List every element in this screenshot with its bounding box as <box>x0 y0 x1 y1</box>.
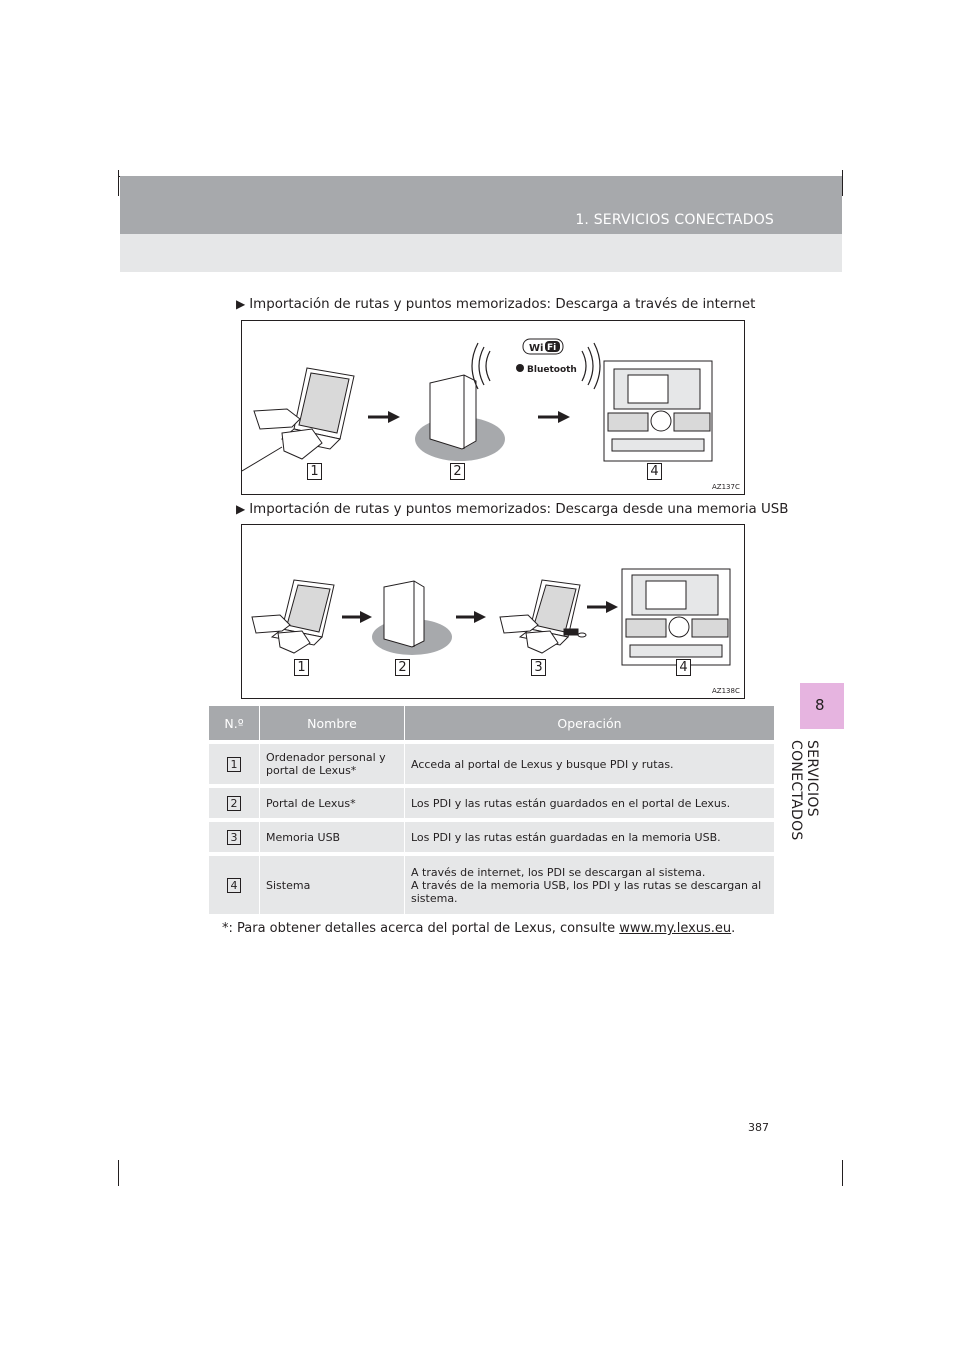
triangle-marker-icon: ▶ <box>236 297 245 311</box>
column-header-operation: Operación <box>405 706 775 742</box>
footnote-end: . <box>731 921 735 936</box>
lexus-portal-link[interactable]: www.my.lexus.eu <box>619 921 731 936</box>
arrow-icon <box>368 411 400 423</box>
laptop-icon <box>242 368 354 471</box>
arrow-icon <box>587 601 618 613</box>
figure1-label-1: 1 <box>307 463 322 480</box>
chapter-number: 8 <box>815 696 825 714</box>
operations-table: N.º Nombre Operación 1 Ordenador persona… <box>209 706 774 914</box>
row-number-cell: 3 <box>209 820 260 854</box>
building-icon <box>415 375 505 461</box>
bluetooth-logo-icon: Bluetooth <box>516 364 577 375</box>
wifi-logo-icon: Wi Fi <box>523 339 563 354</box>
crop-mark <box>842 1160 843 1186</box>
row-number-cell: 1 <box>209 742 260 786</box>
chapter-title: SERVICIOS CONECTADOS <box>792 740 820 920</box>
column-header-number: N.º <box>209 706 260 742</box>
table-header-row: N.º Nombre Operación <box>209 706 774 742</box>
header-subband <box>120 234 842 272</box>
row-name-cell: Sistema <box>260 854 405 914</box>
figure2-code: AZ138C <box>712 687 740 695</box>
figure2-illustration <box>242 525 744 698</box>
row-name-cell: Ordenador personal y portal de Lexus* <box>260 742 405 786</box>
figure-internet-download: Wi Fi Bluetooth AZ137C 1 2 4 <box>241 320 745 495</box>
footnote: *: Para obtener detalles acerca del port… <box>222 921 735 936</box>
crop-mark <box>842 170 843 196</box>
figure2-label-3: 3 <box>531 659 546 676</box>
arrow-icon <box>538 411 570 423</box>
row-operation-cell: A través de internet, los PDI se descarg… <box>405 854 775 914</box>
table-row: 2 Portal de Lexus* Los PDI y las rutas e… <box>209 786 774 820</box>
figure2-label-4: 4 <box>676 659 691 676</box>
figure1-caption: ▶ Importación de rutas y puntos memorizad… <box>236 297 755 312</box>
row-number: 2 <box>227 796 241 811</box>
svg-text:Fi: Fi <box>547 343 556 353</box>
figure1-code: AZ137C <box>712 483 740 491</box>
svg-text:Wi: Wi <box>529 343 543 354</box>
figure2-caption-text: Importación de rutas y puntos memorizado… <box>249 502 788 517</box>
figure1-label-4: 4 <box>647 463 662 480</box>
section-title: 1. SERVICIOS CONECTADOS <box>575 212 774 228</box>
car-dashboard-icon <box>604 361 712 461</box>
figure-usb-download: AZ138C 1 2 3 4 <box>241 524 745 699</box>
table-row: 4 Sistema A través de internet, los PDI … <box>209 854 774 914</box>
footnote-text: *: Para obtener detalles acerca del port… <box>222 921 619 936</box>
svg-text:Bluetooth: Bluetooth <box>527 365 577 375</box>
column-header-name: Nombre <box>260 706 405 742</box>
laptop-icon <box>252 580 334 653</box>
row-name-cell: Portal de Lexus* <box>260 786 405 820</box>
row-operation-cell: Los PDI y las rutas están guardados en e… <box>405 786 775 820</box>
crop-mark <box>118 1160 119 1186</box>
figure2-label-2: 2 <box>395 659 410 676</box>
figure2-label-1: 1 <box>294 659 309 676</box>
row-operation-cell: Los PDI y las rutas están guardadas en l… <box>405 820 775 854</box>
car-dashboard-icon <box>622 569 730 665</box>
row-number-cell: 2 <box>209 786 260 820</box>
arrow-icon <box>342 611 372 623</box>
arrow-icon <box>456 611 486 623</box>
row-number: 3 <box>227 830 241 845</box>
row-number: 4 <box>227 878 241 893</box>
figure2-caption: ▶ Importación de rutas y puntos memorizad… <box>236 502 789 517</box>
page-number: 387 <box>748 1121 769 1134</box>
table-row: 3 Memoria USB Los PDI y las rutas están … <box>209 820 774 854</box>
building-icon <box>372 581 452 655</box>
row-name-cell: Memoria USB <box>260 820 405 854</box>
triangle-marker-icon: ▶ <box>236 502 245 516</box>
laptop-usb-icon <box>500 580 586 653</box>
crop-mark <box>118 170 119 196</box>
table-row: 1 Ordenador personal y portal de Lexus* … <box>209 742 774 786</box>
row-operation-cell: Acceda al portal de Lexus y busque PDI y… <box>405 742 775 786</box>
figure1-caption-text: Importación de rutas y puntos memorizado… <box>249 297 755 312</box>
row-number-cell: 4 <box>209 854 260 914</box>
row-number: 1 <box>227 757 241 772</box>
figure1-label-2: 2 <box>450 463 465 480</box>
